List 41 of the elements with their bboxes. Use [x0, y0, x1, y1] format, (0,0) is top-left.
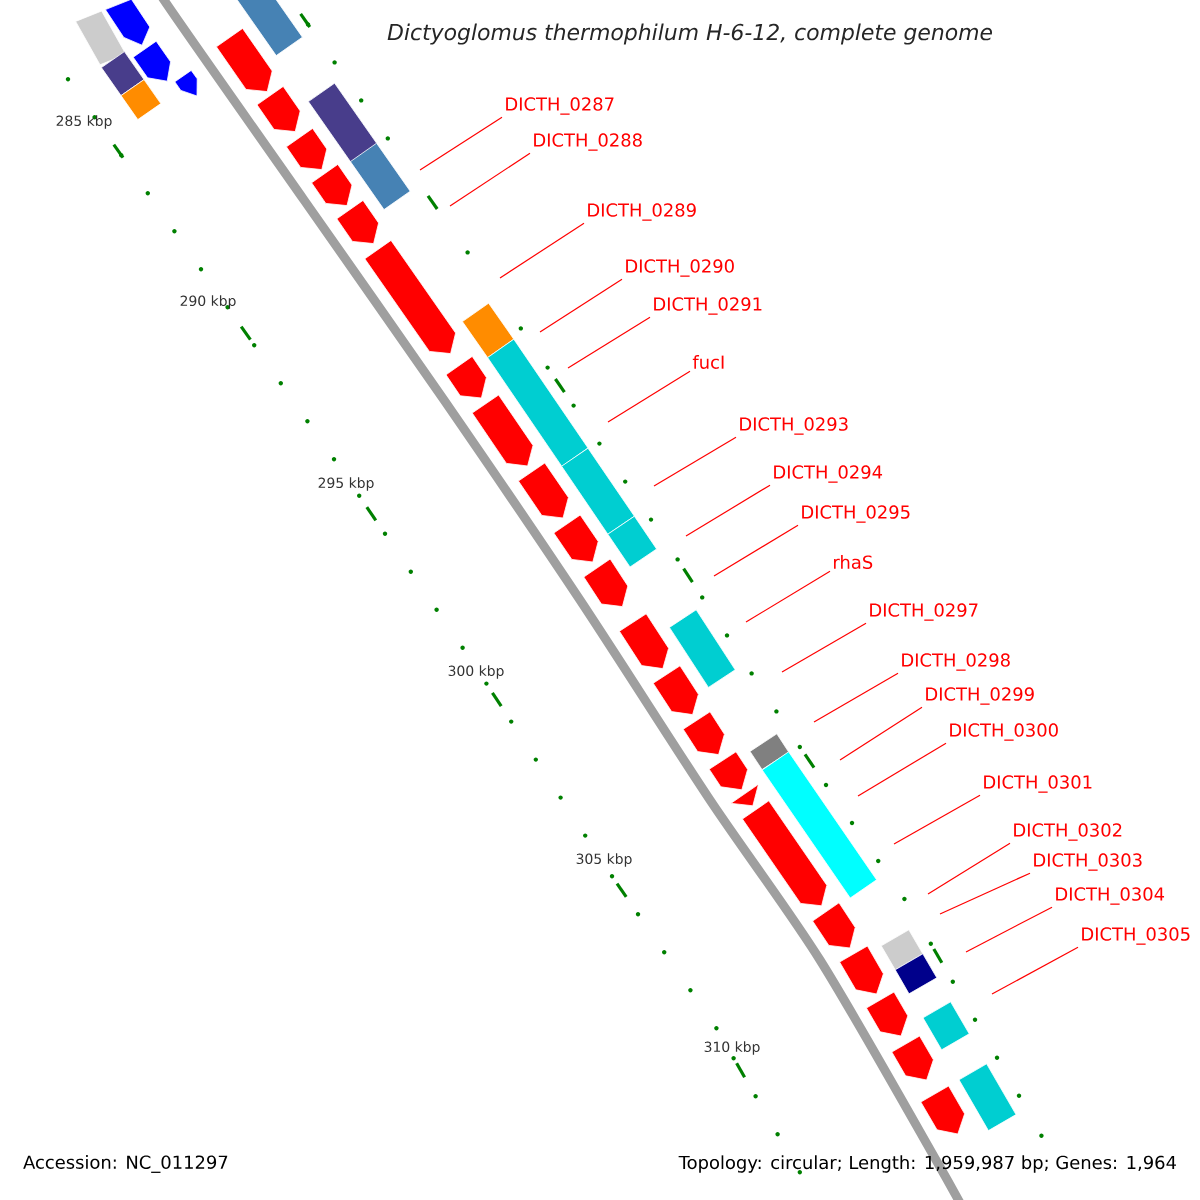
gene-label: DICTH_0288	[534, 133, 642, 151]
gene-label: DICTH_0287	[506, 97, 614, 115]
gene-label: rhaS	[834, 555, 873, 569]
gene-label: DICTH_0301	[984, 775, 1092, 793]
leader-line	[607, 370, 691, 423]
leader-line	[839, 706, 923, 761]
accession-text: Accession: NC_011297	[23, 1155, 228, 1173]
gene-label: fucI	[692, 355, 724, 369]
gene-label: DICTH_0302	[1014, 823, 1122, 841]
gene-label: DICTH_0291	[654, 297, 762, 315]
leader-line	[813, 672, 899, 723]
gene-label: DICTH_0298	[902, 653, 1010, 671]
leader-line	[991, 946, 1079, 995]
gene-label: DICTH_0289	[588, 203, 696, 221]
gene-label: DICTH_0303	[1034, 853, 1142, 871]
leader-line	[713, 524, 799, 577]
leader-line	[499, 222, 585, 279]
leader-line	[939, 872, 1031, 915]
leader-line	[539, 278, 623, 333]
leader-line	[653, 436, 737, 487]
gene-label: DICTH_0293	[740, 417, 848, 435]
leader-line	[927, 842, 1011, 895]
gene-label: DICTH_0297	[870, 603, 978, 621]
gene-label: DICTH_0299	[926, 687, 1034, 705]
leader-line	[685, 484, 771, 537]
gene-label: DICTH_0294	[774, 465, 883, 483]
gene-label: DICTH_0305	[1082, 927, 1190, 945]
gene-label: DICTH_0304	[1056, 887, 1165, 905]
genome-info-text: Topology: circular; Length: 1,959,987 bp; Genes: 1,964	[678, 1155, 1176, 1173]
gene-label: DICTH_0290	[626, 259, 734, 277]
title: Dictyoglomus thermophilum H-6-12, complete genome	[387, 23, 992, 45]
leader-line	[745, 570, 831, 623]
gene-label: DICTH_0295	[802, 505, 910, 523]
leader-line	[567, 316, 651, 369]
leader-line	[965, 906, 1053, 953]
leader-line	[857, 742, 947, 797]
leader-line	[419, 116, 503, 171]
leader-line	[893, 794, 981, 845]
gene-label: DICTH_0300	[950, 723, 1058, 741]
leader-line	[449, 152, 531, 207]
leader-line	[781, 622, 867, 673]
